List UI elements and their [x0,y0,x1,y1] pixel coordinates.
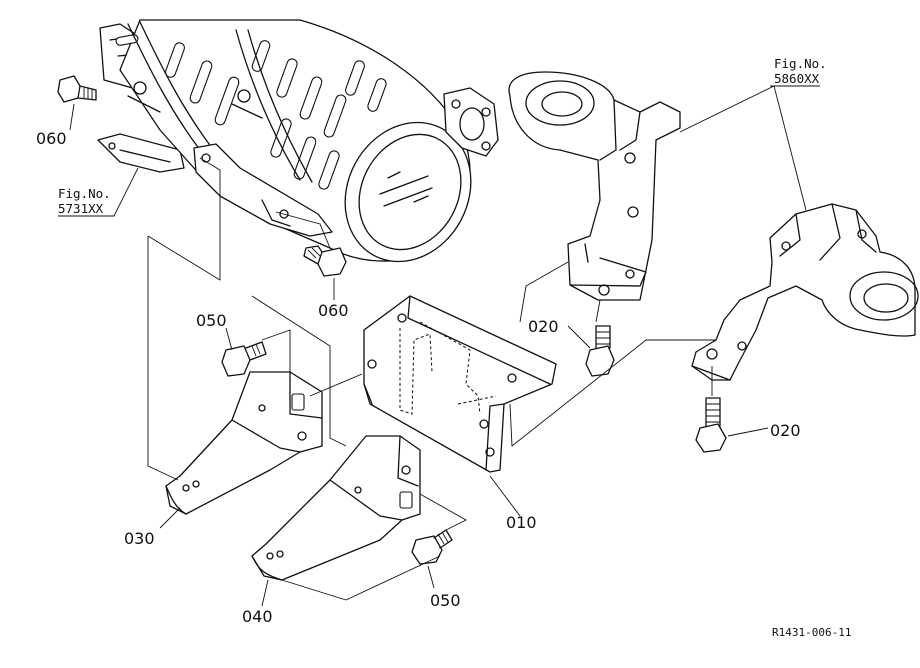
bolt-050-bot [411,529,453,565]
bolt-060-top [57,75,97,103]
label-020-left: 020 [528,317,559,336]
bolt-020-right [695,397,727,453]
label-060-top: 060 [36,129,67,148]
label-050-top: 050 [196,311,227,330]
stay-040 [251,435,421,581]
label-020-right: 020 [770,421,801,440]
fig-ref-number-right: 5860XX [774,71,820,86]
bolt-020-left [585,325,615,377]
bolt-050-top [221,341,267,377]
drawing-code: R1431-006-11 [772,626,851,639]
heat-shield-slots [115,34,387,190]
fig-ref-number-left: 5731XX [58,201,104,216]
label-060-mid: 060 [318,301,349,320]
figure-references: Fig.No. 5731XX Fig.No. 5860XX [58,56,827,216]
label-040: 040 [242,607,273,626]
label-050-bot: 050 [430,591,461,610]
bracket-010 [363,295,557,473]
frame-assembly [508,71,919,381]
part-labels: 060 060 050 050 030 040 010 020 020 [36,129,801,626]
fig-ref-title-right: Fig.No. [774,56,827,71]
leader-lines [58,85,820,607]
label-030: 030 [124,529,155,548]
fig-ref-title-left: Fig.No. [58,186,111,201]
bolt-060-mid [303,245,347,277]
stay-030 [165,371,323,515]
label-010: 010 [506,513,537,532]
exhaust-muffler [97,19,499,263]
